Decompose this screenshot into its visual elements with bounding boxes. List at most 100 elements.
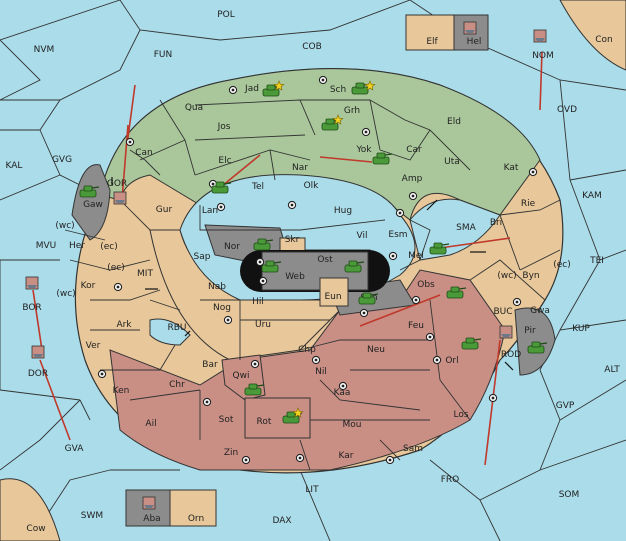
star-icon [364, 80, 376, 91]
supply-center-dot [211, 182, 215, 186]
province-label-hel: Hel [467, 37, 482, 47]
army-unit-icon[interactable] [446, 286, 467, 299]
province-label-nar: Nar [292, 163, 308, 173]
province-label-ec3: (ec) [553, 260, 571, 270]
sea-label-kal: KAL [6, 161, 23, 171]
province-label-nog: Nog [213, 303, 231, 313]
province-label-nab: Nab [208, 282, 226, 292]
province-label-can: Can [135, 148, 153, 158]
supply-center-dot [362, 311, 366, 315]
fleet-unit-icon[interactable] [25, 276, 39, 290]
province-label-wc3: (wc) [497, 271, 516, 281]
army-unit-icon[interactable] [79, 185, 100, 198]
province-label-car: Car [406, 145, 422, 155]
province-label-bar: Bar [202, 360, 218, 370]
province-label-byn: Byn [522, 271, 539, 281]
supply-center-dot [364, 130, 368, 134]
supply-center-dot [253, 362, 257, 366]
fleet-unit-icon[interactable] [113, 191, 127, 205]
army-unit-icon[interactable] [372, 152, 393, 165]
army-unit-icon[interactable] [461, 337, 482, 350]
province-label-kar: Kar [339, 451, 354, 461]
province-pir[interactable] [514, 307, 556, 376]
army-unit-icon[interactable] [244, 383, 265, 396]
supply-center-dot [290, 203, 294, 207]
province-label-ark: Ark [116, 320, 132, 330]
province-label-uru: Uru [255, 320, 271, 330]
adjacency-arrows [111, 177, 514, 371]
province-elf[interactable] [405, 14, 455, 51]
province-label-hil: Hil [252, 297, 264, 307]
province-gaw[interactable] [71, 164, 111, 241]
province-label-los: Los [453, 410, 468, 420]
supply-center-dot [219, 205, 223, 209]
supply-center-dot [128, 140, 132, 144]
province-orn[interactable] [169, 489, 217, 527]
fleet-unit-icon[interactable] [142, 496, 156, 510]
sea-label-mvu: MVU [36, 241, 57, 251]
province-label-bri: Bri [490, 218, 502, 228]
sea-label-cob: COB [302, 42, 322, 52]
province-label-elf: Elf [426, 37, 438, 47]
province-label-feu: Feu [408, 321, 424, 331]
province-label-wc2: (wc) [56, 289, 75, 299]
province-label-kaa: Kaa [334, 388, 351, 398]
sea-label-nom: NOM [532, 51, 554, 61]
sea-label-gvg: GVG [52, 155, 72, 165]
supply-center-dot [321, 78, 325, 82]
fleet-unit-icon[interactable] [533, 29, 547, 43]
province-label-gur: Gur [156, 205, 173, 215]
sea-label-sma: SMA [456, 223, 476, 233]
army-unit-icon[interactable] [261, 260, 282, 273]
province-label-uta: Uta [444, 157, 460, 167]
province-label-eld: Eld [447, 117, 461, 127]
sea-label-bor: BOR [22, 303, 41, 313]
sea-rbu [149, 318, 191, 346]
supply-center-dot [491, 396, 495, 400]
province-label-gaw: Gaw [83, 200, 103, 210]
province-label-amp: Amp [402, 174, 423, 184]
sea-label-nvm: NVM [34, 45, 55, 55]
province-label-ec1: (ec) [100, 242, 118, 252]
sea-label-rbu: RBU [167, 323, 186, 333]
province-label-obs: Obs [417, 280, 435, 290]
army-unit-icon[interactable] [527, 341, 548, 354]
province-label-wc1: (wc) [55, 221, 74, 231]
province-label-ail: Ail [145, 419, 156, 429]
province-label-chp: Chp [298, 345, 316, 355]
sea-label-ovd: OVD [557, 105, 577, 115]
supply-center-dot [388, 458, 392, 462]
army-unit-icon[interactable] [429, 242, 450, 255]
supply-center-dot [231, 88, 235, 92]
province-label-yok: Yok [355, 145, 372, 155]
supply-center-dot [515, 300, 519, 304]
province-label-jad: Jad [244, 84, 259, 94]
fleet-unit-icon[interactable] [31, 345, 45, 359]
supply-center-dot [261, 279, 265, 283]
fleet-unit-icon[interactable] [499, 325, 513, 339]
province-eun[interactable] [319, 277, 349, 307]
supply-center-dot [398, 211, 402, 215]
sea-label-mit: MIT [137, 269, 153, 279]
sea-label-tei: TEI [589, 256, 604, 266]
army-unit-icon[interactable] [253, 238, 274, 251]
province-label-aba: Aba [143, 514, 160, 524]
province-label-qua: Qua [185, 103, 203, 113]
sea-label-som: SOM [559, 490, 580, 500]
army-unit-icon[interactable] [358, 292, 379, 305]
province-label-sam: Sam [403, 444, 423, 454]
army-unit-icon[interactable] [211, 181, 232, 194]
province-label-pir: Pir [524, 326, 536, 336]
sea-label-kup: KUP [572, 324, 590, 334]
fleet-unit-icon[interactable] [463, 21, 477, 35]
province-label-orn: Orn [188, 514, 204, 524]
province-label-ver: Ver [86, 341, 101, 351]
province-label-sot: Sot [219, 415, 234, 425]
supply-center-dot [341, 384, 345, 388]
sea-label-gvp: GVP [556, 401, 575, 411]
province-label-ec2: (ec) [107, 263, 125, 273]
supply-center-dot [435, 358, 439, 362]
supply-center-dot [205, 400, 209, 404]
army-unit-icon[interactable] [344, 260, 365, 273]
